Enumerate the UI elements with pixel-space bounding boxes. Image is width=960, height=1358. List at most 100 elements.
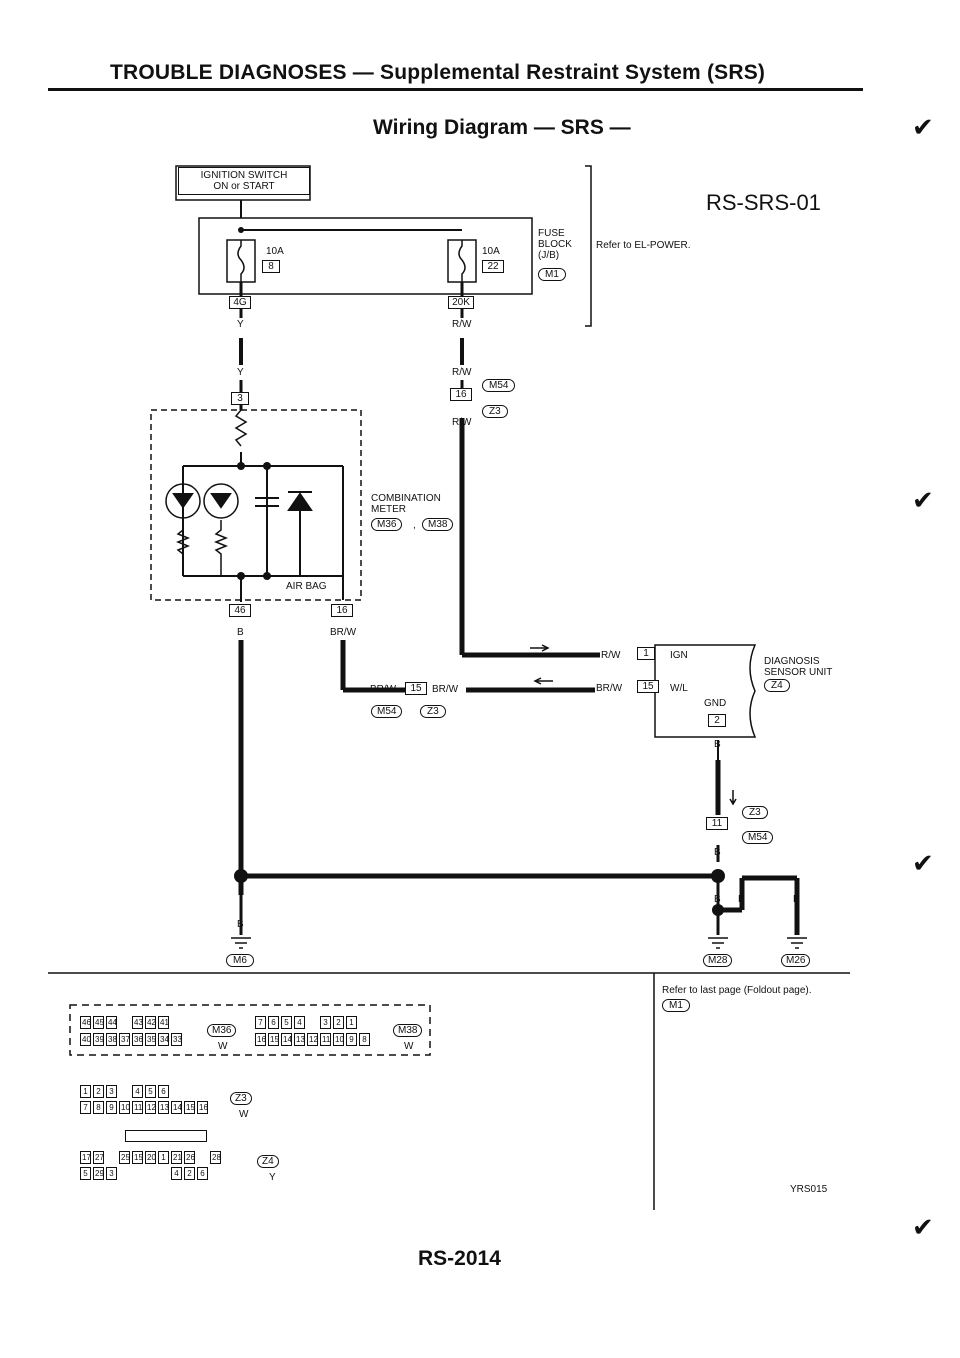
connector-pin: 35 [145, 1033, 156, 1046]
sensor-pin-wl: W/L [670, 683, 688, 694]
connector-pin [197, 1151, 208, 1164]
wire-color-brw: BR/W [596, 683, 623, 694]
wire-color-y: Y [237, 319, 244, 330]
connector-pin: 4 [171, 1167, 182, 1180]
ground-m28: M28 [703, 954, 733, 967]
connector-pin: 8 [93, 1101, 104, 1114]
connector-pin: 4 [132, 1085, 143, 1098]
connector-label: M36 [207, 1024, 237, 1037]
connector-color: Y [269, 1172, 276, 1183]
connector-pin: 13 [294, 1033, 305, 1046]
connector-pin: 6 [268, 1016, 279, 1029]
connector-pin: 5 [80, 1167, 91, 1180]
connector-pin: 39 [93, 1033, 104, 1046]
connector-pin: 41 [158, 1016, 169, 1029]
connector-pin: 3 [106, 1085, 117, 1098]
connector-pin: 43 [132, 1016, 143, 1029]
connector-pin: 37 [119, 1033, 130, 1046]
combination-meter-label: COMBINATION METER [371, 493, 441, 515]
connector-pin: 11 [320, 1033, 331, 1046]
connector-pin: 10 [333, 1033, 344, 1046]
connector-color: W [239, 1109, 249, 1120]
connector-z3-ground: Z3 [742, 806, 768, 819]
diagram-code: RS-SRS-01 [706, 190, 821, 215]
wire-color-rw: R/W [452, 417, 472, 428]
connector-pin [119, 1016, 130, 1029]
ground-symbol-m26 [787, 937, 807, 949]
connector-pin: 16 [255, 1033, 266, 1046]
page-header-title: TROUBLE DIAGNOSES — Supplemental Restrai… [110, 61, 766, 84]
connector-pin [145, 1167, 156, 1180]
connector-latch [125, 1130, 207, 1142]
connector-pin: 6 [197, 1167, 208, 1180]
connector-pin: 40 [80, 1033, 91, 1046]
sensor-connector-z4: Z4 [764, 679, 790, 692]
meter-connector-m36: M36 [371, 518, 403, 531]
connector-pin: 33 [171, 1033, 182, 1046]
wire-color-b: B [714, 847, 721, 858]
harness-terminal-16: 16 [450, 388, 472, 401]
connector-pin: 8 [359, 1033, 370, 1046]
header-rule [48, 88, 863, 91]
connector-pin: 46 [80, 1016, 91, 1029]
connector-m54-lower: M54 [371, 705, 403, 718]
diagram-subtitle: Wiring Diagram — SRS — [373, 116, 631, 139]
corner-check-mark: ✔ [912, 112, 934, 142]
fuse2-amp: 10A [482, 246, 500, 257]
fuse-block-connector: M1 [538, 268, 566, 281]
connector-pin: 13 [158, 1101, 169, 1114]
connector-pin: 15 [132, 1151, 143, 1164]
connector-pin: 4 [294, 1016, 305, 1029]
wire-color-rw: R/W [452, 367, 472, 378]
connector-pin: 7 [80, 1101, 91, 1114]
refer-foldout-connector: M1 [662, 999, 690, 1012]
connector-pin: 1 [346, 1016, 357, 1029]
connector-pin [307, 1016, 318, 1029]
connector-pin: 29 [93, 1167, 104, 1180]
connector-color: W [404, 1041, 414, 1052]
ground-m6: M6 [226, 954, 254, 967]
connector-pin: 5 [145, 1085, 156, 1098]
connector-pin: 9 [346, 1033, 357, 1046]
connector-pin: 12 [145, 1101, 156, 1114]
wire-color-b: B [793, 894, 800, 905]
ground-m26: M26 [781, 954, 811, 967]
corner-check-mark: ✔ [912, 485, 934, 515]
connector-pin [106, 1151, 117, 1164]
ignition-switch-box [175, 165, 311, 201]
connector-pin: 38 [106, 1033, 117, 1046]
connector-label: M38 [393, 1024, 423, 1037]
fuse-block-outline [198, 217, 533, 295]
refer-foldout: Refer to last page (Foldout page). [662, 985, 812, 996]
connector-pin: 5 [281, 1016, 292, 1029]
connector-pin: 25 [119, 1151, 130, 1164]
combination-meter-box [150, 409, 362, 601]
wire-color-rw: R/W [452, 319, 472, 330]
connector-pin: 7 [255, 1016, 266, 1029]
connector-z3: Z3 [482, 405, 508, 418]
connector-pin: 15 [268, 1033, 279, 1046]
connector-pin: 28 [210, 1151, 221, 1164]
wire-color-brw: BR/W [370, 684, 397, 695]
wire-color-y: Y [237, 367, 244, 378]
wire-color-b: B [714, 739, 721, 750]
meter-connector-dashed-box [69, 1004, 431, 1056]
connector-separator: , [413, 520, 416, 531]
meter-terminal-16: 16 [331, 604, 353, 617]
connector-pin: 11 [132, 1101, 143, 1114]
ground-symbol-m6 [231, 937, 251, 949]
connector-m54-ground: M54 [742, 831, 774, 844]
connector-pin: 2 [93, 1085, 104, 1098]
connector-pin: 3 [106, 1167, 117, 1180]
connector-pin: 1 [158, 1151, 169, 1164]
sensor-terminal-1: 1 [637, 647, 655, 660]
wire-color-b: B [738, 894, 745, 905]
wire-color-rw: R/W [601, 650, 621, 661]
connector-pin: 15 [184, 1101, 195, 1114]
ignition-switch-label: IGNITION SWITCH ON or START [178, 167, 310, 195]
connector-pin: 16 [197, 1101, 208, 1114]
fuse1-amp: 10A [266, 246, 284, 257]
connector-label: Z3 [230, 1092, 252, 1105]
corner-check-mark: ✔ [912, 848, 934, 878]
connector-pin: 42 [145, 1016, 156, 1029]
